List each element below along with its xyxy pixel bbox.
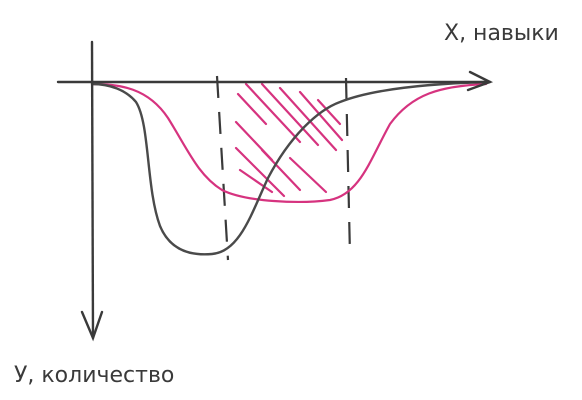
y-axis [90, 40, 95, 340]
x-axis-label: X, навыки [444, 21, 559, 46]
y-axis-label: У, количество [14, 363, 174, 388]
x-axis-arrow [466, 70, 494, 92]
hatched-region [234, 82, 344, 198]
dark-curve [90, 80, 488, 256]
dashed-guides [215, 75, 352, 261]
y-axis-arrow [80, 310, 104, 342]
pink-curve [90, 82, 488, 203]
axes [56, 40, 494, 342]
left-dashed-line [215, 75, 230, 261]
right-dashed-line [344, 77, 352, 256]
